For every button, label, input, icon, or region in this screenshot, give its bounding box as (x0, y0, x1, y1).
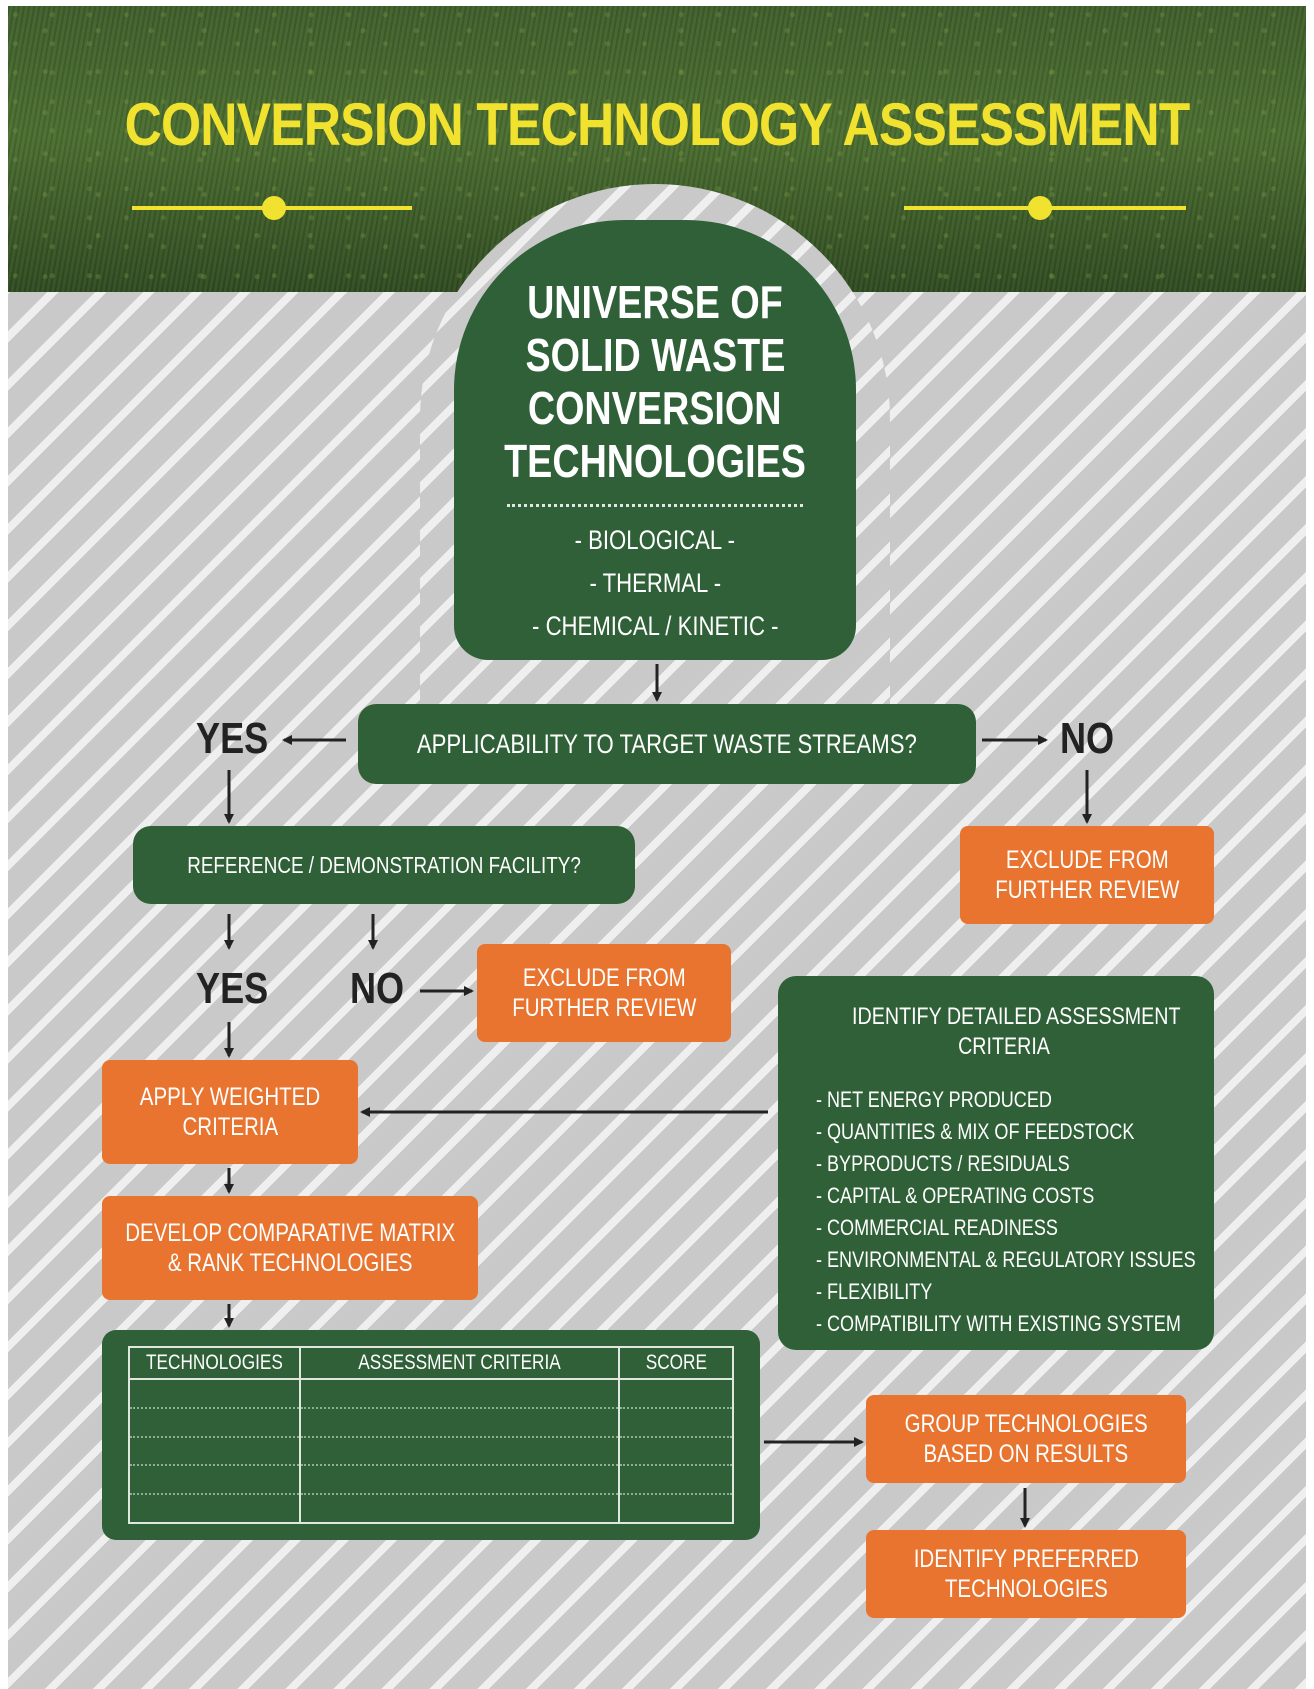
reference-facility-question-text: REFERENCE / DEMONSTRATION FACILITY? (187, 851, 581, 878)
matrix-table: TECHNOLOGIES ASSESSMENT CRITERIA SCORE (128, 1346, 735, 1524)
page-title: CONVERSION TECHNOLOGY ASSESSMENT (124, 91, 1191, 158)
criteria-item: - NET ENERGY PRODUCED (816, 1087, 1052, 1112)
assessment-criteria-box: IDENTIFY DETAILED ASSESSMENT CRITERIA - … (778, 976, 1214, 1350)
apply-weighted-criteria-box: APPLY WEIGHTED CRITERIA (102, 1060, 358, 1164)
comparative-matrix: TECHNOLOGIES ASSESSMENT CRITERIA SCORE (102, 1330, 760, 1540)
criteria-item: - BYPRODUCTS / RESIDUALS (816, 1151, 1070, 1176)
matrix-row (128, 1379, 735, 1409)
reference-facility-question-box: REFERENCE / DEMONSTRATION FACILITY? (133, 826, 635, 904)
category-biological: - BIOLOGICAL - (574, 525, 736, 555)
universe-categories: - BIOLOGICAL - - THERMAL - - CHEMICAL / … (505, 519, 806, 648)
exclude-text-line: EXCLUDE FROM (1005, 846, 1169, 874)
matrix-row (128, 1465, 735, 1496)
criteria-item: - QUANTITIES & MIX OF FEEDSTOCK (816, 1119, 1135, 1144)
criteria-heading: IDENTIFY DETAILED ASSESSMENT CRITERIA (852, 1003, 1181, 1060)
matrix-row (128, 1407, 735, 1438)
applicability-yes-label: YES (196, 714, 269, 763)
matrix-header-assessment-criteria: ASSESSMENT CRITERIA (298, 1346, 620, 1380)
exclude-text-line: EXCLUDE FROM (522, 964, 686, 992)
applicability-no-label: NO (1060, 714, 1115, 763)
criteria-item: - ENVIRONMENTAL & REGULATORY ISSUES (816, 1247, 1196, 1272)
criteria-list: - NET ENERGY PRODUCED - QUANTITIES & MIX… (816, 1084, 1279, 1340)
criteria-item: - COMPATIBILITY WITH EXISTING SYSTEM (816, 1311, 1181, 1336)
universe-title-line: CONVERSION (528, 382, 782, 434)
reference-no-label: NO (350, 964, 405, 1013)
applicability-question-text: APPLICABILITY TO TARGET WASTE STREAMS? (417, 728, 917, 759)
matrix-header-score: SCORE (617, 1346, 735, 1380)
matrix-row (128, 1436, 735, 1467)
universe-title-line: UNIVERSE OF (527, 276, 783, 328)
universe-title: UNIVERSE OF SOLID WASTE CONVERSION TECHN… (471, 276, 839, 488)
criteria-item: - CAPITAL & OPERATING COSTS (816, 1183, 1095, 1208)
exclude-box-applicability: EXCLUDE FROM FURTHER REVIEW (960, 826, 1214, 924)
matrix-row (128, 1494, 735, 1523)
universe-title-line: SOLID WASTE (525, 329, 785, 381)
criteria-item: - COMMERCIAL READINESS (816, 1215, 1058, 1240)
matrix-header-technologies: TECHNOLOGIES (128, 1346, 301, 1380)
universe-box: UNIVERSE OF SOLID WASTE CONVERSION TECHN… (454, 220, 856, 660)
title-rule-right-dot (1028, 196, 1052, 220)
develop-matrix-box: DEVELOP COMPARATIVE MATRIX & RANK TECHNO… (102, 1196, 478, 1300)
group-technologies-box: GROUP TECHNOLOGIES BASED ON RESULTS (866, 1395, 1186, 1483)
category-chemical-kinetic: - CHEMICAL / KINETIC - (531, 611, 779, 641)
category-thermal: - THERMAL - (589, 568, 721, 598)
criteria-item: - FLEXIBILITY (816, 1279, 933, 1304)
title-rule-left-dot (262, 196, 286, 220)
exclude-text-line: FURTHER REVIEW (994, 876, 1180, 904)
universe-title-line: TECHNOLOGIES (504, 435, 806, 487)
applicability-question-box: APPLICABILITY TO TARGET WASTE STREAMS? (358, 704, 976, 784)
exclude-box-reference: EXCLUDE FROM FURTHER REVIEW (477, 944, 731, 1042)
identify-preferred-box: IDENTIFY PREFERRED TECHNOLOGIES (866, 1530, 1186, 1618)
exclude-text-line: FURTHER REVIEW (511, 994, 697, 1022)
universe-dotted-divider (507, 504, 803, 507)
reference-yes-label: YES (196, 964, 269, 1013)
